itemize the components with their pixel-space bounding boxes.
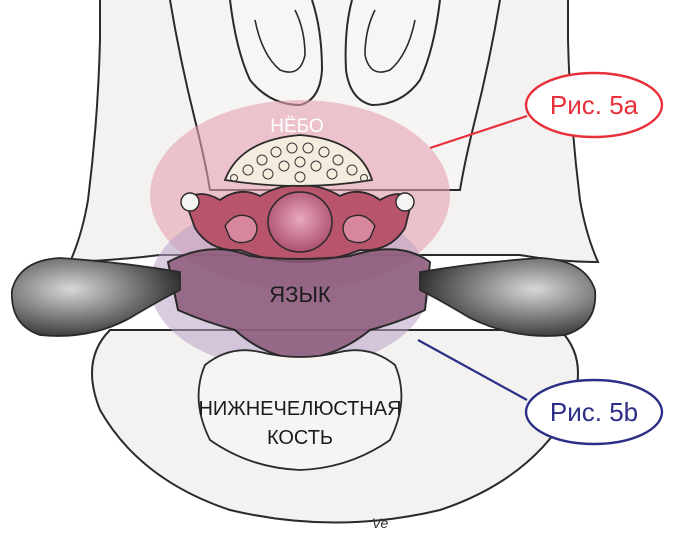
muscle-left xyxy=(12,258,180,336)
label-mandible-line1: НИЖНЕЧЕЛЮСТНАЯ xyxy=(198,398,401,420)
callout-5b-text: Рис. 5b xyxy=(550,397,638,427)
muscle-right xyxy=(420,258,595,336)
label-tongue: ЯЗЫК xyxy=(269,282,331,307)
uvula xyxy=(268,192,332,252)
label-mandible-line2: КОСТЬ xyxy=(267,427,333,449)
knob-right xyxy=(396,193,414,211)
label-palate: НЁБО xyxy=(270,116,323,137)
callout-5a-text: Рис. 5a xyxy=(550,90,639,120)
knob-left xyxy=(181,193,199,211)
artist-signature: Ve xyxy=(372,515,389,531)
